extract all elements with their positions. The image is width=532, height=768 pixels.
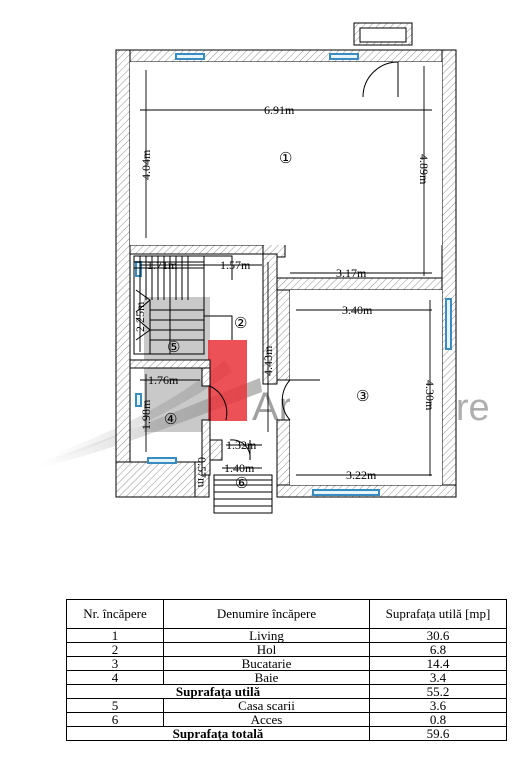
staircase <box>133 255 233 355</box>
dim-3-22: 3.22m <box>346 468 377 482</box>
cell-nr: 4 <box>66 670 164 685</box>
useful-area-total-row: Suprafața utilă 55.2 <box>66 684 507 699</box>
dim-4-30: 4.30m <box>423 380 437 411</box>
cell-name: Bucatarie <box>163 656 370 671</box>
dim-1-32: 1.32m <box>226 438 257 452</box>
cell-area: 14.4 <box>369 656 507 671</box>
cell-nr: 1 <box>66 628 164 643</box>
entry-steps <box>213 474 273 514</box>
cell-name: Baie <box>163 670 370 685</box>
dim-4-43: 4.43m <box>261 345 275 376</box>
dim-0-57: 0.57m <box>195 457 209 488</box>
room-6-marker: ⑥ <box>235 476 248 492</box>
total-area-label: Suprafața totală <box>66 726 370 741</box>
table-row: 5 Casa scarii 3.6 <box>66 698 507 713</box>
cell-name: Hol <box>163 642 370 657</box>
dim-4-89: 4.89m <box>417 154 431 185</box>
room-3-marker: ③ <box>356 389 369 405</box>
cell-area: 3.6 <box>369 698 507 713</box>
windows <box>135 53 452 496</box>
cell-nr: 5 <box>66 698 164 713</box>
cell-area: 30.6 <box>369 628 507 643</box>
table-row: 4 Baie 3.4 <box>66 670 507 685</box>
cell-nr: 6 <box>66 712 164 727</box>
table-row: 2 Hol 6.8 <box>66 642 507 657</box>
dim-1-76: 1.76m <box>148 373 179 387</box>
cell-area: 3.4 <box>369 670 507 685</box>
interior-walls <box>129 236 443 486</box>
dim-3-17: 3.17m <box>336 266 367 280</box>
dim-1-71: 1.71m <box>147 258 178 272</box>
room-numbers: ① ② ③ ④ ⑤ ⑥ <box>164 151 369 492</box>
dim-2-25: 2.25m <box>133 301 147 332</box>
dimension-lines <box>139 66 432 476</box>
cell-name: Casa scarii <box>163 698 370 713</box>
dim-1-40: 1.40m <box>224 461 255 475</box>
useful-area-value: 55.2 <box>369 684 507 699</box>
header-useful-area: Suprafața utilă [mp] <box>369 599 507 629</box>
useful-area-label: Suprafața utilă <box>66 684 370 699</box>
room-4-marker: ④ <box>164 412 177 428</box>
room-2-marker: ② <box>234 316 247 332</box>
dim-1-57: 1.57m <box>220 258 251 272</box>
dim-4-04: 4.04m <box>139 149 153 180</box>
room-5-marker: ⑤ <box>167 340 180 356</box>
vent-box <box>353 22 413 98</box>
total-area-value: 59.6 <box>369 726 507 741</box>
header-room-number: Nr. încăpere <box>66 599 164 629</box>
cell-area: 0.8 <box>369 712 507 727</box>
cell-name: Living <box>163 628 370 643</box>
cell-name: Acces <box>163 712 370 727</box>
cell-nr: 2 <box>66 642 164 657</box>
table-header-row: Nr. încăpere Denumire încăpere Suprafața… <box>66 599 507 629</box>
dimension-labels: 6.91m 4.04m 4.89m 1.71m 1.57m 3.17m 2.25… <box>133 103 437 488</box>
room-areas <box>130 62 442 485</box>
area-table: Nr. încăpere Denumire încăpere Suprafața… <box>66 599 507 741</box>
cell-nr: 3 <box>66 656 164 671</box>
cell-area: 6.8 <box>369 642 507 657</box>
floor-plan: Art imobiliare <box>40 22 490 514</box>
table-row: 6 Acces 0.8 <box>66 712 507 727</box>
room-1-marker: ① <box>279 151 292 167</box>
table-row: 1 Living 30.6 <box>66 628 507 643</box>
total-area-row: Suprafața totală 59.6 <box>66 726 507 741</box>
table-row: 3 Bucatarie 14.4 <box>66 656 507 671</box>
dim-6-91: 6.91m <box>264 103 295 117</box>
dim-3-40: 3.40m <box>342 303 373 317</box>
dim-1-98: 1.98m <box>139 399 153 430</box>
header-room-name: Denumire încăpere <box>163 599 370 629</box>
